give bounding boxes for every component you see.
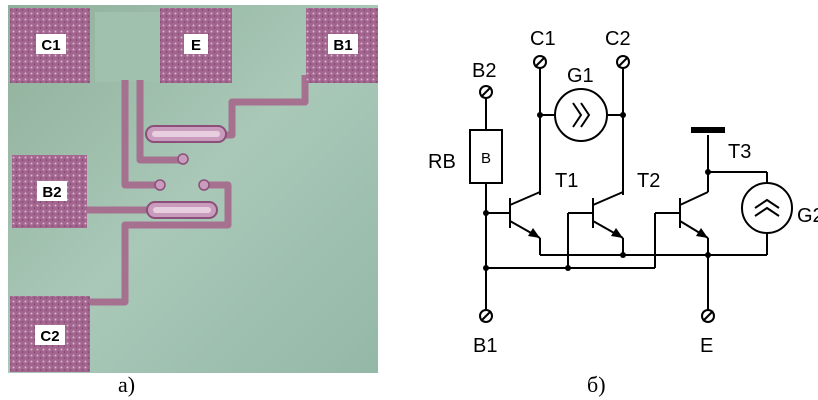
caption-a: а) <box>118 372 136 397</box>
label-c1: C1 <box>530 28 556 50</box>
resistor-rb <box>469 129 503 184</box>
label-b2: B2 <box>472 60 496 82</box>
label-t2: T2 <box>637 170 660 192</box>
label-e: E <box>700 335 713 357</box>
schematic-panel: C1 C2 B2 G1 RB B T1 T2 T3 G2 B1 E <box>415 0 818 375</box>
caption-b: б) <box>587 372 606 397</box>
chip-photo-panel: C1 E B1 B2 C2 <box>0 0 380 375</box>
label-rb: RB <box>428 151 456 173</box>
current-source-g2 <box>741 182 793 234</box>
label-t1: T1 <box>555 170 578 192</box>
pad-label-c2: C2 <box>40 328 59 345</box>
resistor-structures <box>145 125 227 219</box>
circuit-schematic: C1 C2 B2 G1 RB B T1 T2 T3 G2 B1 E <box>428 28 818 357</box>
label-t3: T3 <box>728 141 751 163</box>
label-g1: G1 <box>567 65 594 87</box>
pad-label-b1: B1 <box>333 37 352 54</box>
pad-label-b2: B2 <box>42 184 61 201</box>
label-b1: B1 <box>473 335 497 357</box>
label-g2: G2 <box>797 205 818 227</box>
pad-label-e: E <box>191 37 201 54</box>
label-rb-inner: B <box>481 150 491 167</box>
label-c2: C2 <box>605 28 631 50</box>
current-source-g1 <box>554 88 608 142</box>
chip-photo: C1 E B1 B2 C2 <box>8 5 378 373</box>
junction-dots <box>483 112 711 271</box>
emitter-arrows <box>528 228 708 238</box>
pad-label-c1: C1 <box>41 37 60 54</box>
terminal-symbols <box>479 55 715 323</box>
